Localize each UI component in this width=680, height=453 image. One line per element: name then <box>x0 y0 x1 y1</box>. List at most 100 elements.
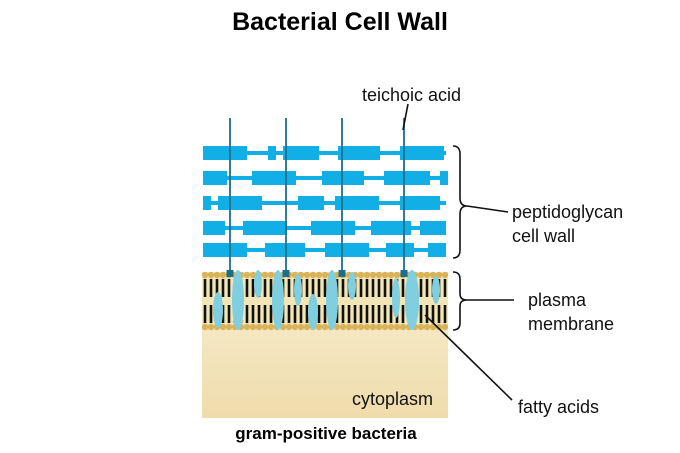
phospholipid-head <box>399 323 407 331</box>
phospholipid-head <box>441 271 449 279</box>
phospholipid-head <box>267 271 275 279</box>
phospholipid-head <box>315 271 323 279</box>
phospholipid-head <box>393 323 401 331</box>
phospholipid-head <box>297 323 305 331</box>
fatty-acid-ellipses <box>213 270 440 330</box>
teichoic-acid-anchor <box>400 270 408 277</box>
peptidoglycan-block <box>203 146 247 160</box>
phospholipid-head <box>333 323 341 331</box>
teichoic-acid-anchor <box>282 270 290 277</box>
label-plasma-line1: plasma <box>528 290 587 310</box>
phospholipid-head <box>201 271 209 279</box>
peptidoglycan-block <box>322 171 364 185</box>
label-peptidoglycan-line2: cell wall <box>512 226 576 246</box>
phospholipid-head <box>219 323 227 331</box>
phospholipid-head <box>207 323 215 331</box>
phospholipid-head <box>441 323 449 331</box>
diagram-title: Bacterial Cell Wall <box>232 8 448 36</box>
label-teichoic-acid: teichoic acid <box>362 85 462 105</box>
label-plasma-line2: membrane <box>528 314 615 334</box>
diagram-caption: gram-positive bacteria <box>235 424 417 443</box>
phospholipid-head <box>321 323 329 331</box>
phospholipid-head <box>213 271 221 279</box>
peptidoglycan-block <box>325 243 369 257</box>
phospholipid-head <box>387 271 395 279</box>
phospholipid-head <box>261 323 269 331</box>
phospholipid-head <box>279 323 287 331</box>
peptidoglycan-block <box>252 171 296 185</box>
phospholipid-head <box>207 271 215 279</box>
peptidoglycan-block <box>371 221 411 235</box>
peptidoglycan-leader-line <box>466 205 509 213</box>
peptidoglycan-block <box>203 243 247 257</box>
phospholipid-head <box>417 271 425 279</box>
phospholipid-head <box>429 271 437 279</box>
teichoic-acid-anchor <box>338 270 346 277</box>
phospholipid-head <box>393 271 401 279</box>
phospholipid-head <box>381 323 389 331</box>
peptidoglycan-block <box>400 196 440 210</box>
phospholipid-head <box>309 271 317 279</box>
peptidoglycan-crosslink <box>203 248 446 252</box>
fatty-acid <box>232 270 244 330</box>
fatty-acid <box>254 270 262 298</box>
phospholipid-head <box>249 323 257 331</box>
fatty-acid <box>326 270 338 330</box>
fatty-acids-leader-line <box>424 314 513 401</box>
peptidoglycan-crosslink <box>203 201 446 205</box>
phospholipid-head <box>261 271 269 279</box>
peptidoglycan-block <box>338 146 380 160</box>
phospholipid-head <box>417 323 425 331</box>
peptidoglycan-block <box>386 243 414 257</box>
label-plasma-membrane: plasma membrane <box>528 288 614 336</box>
phospholipid-head <box>219 271 227 279</box>
fatty-acid <box>432 276 440 304</box>
fatty-acid <box>213 292 223 328</box>
phospholipid-head <box>201 323 209 331</box>
peptidoglycan-block <box>311 221 355 235</box>
fatty-acid <box>272 270 284 330</box>
phospholipid-head <box>315 323 323 331</box>
phospholipid-head <box>303 323 311 331</box>
phospholipid-head <box>321 271 329 279</box>
phospholipid-head <box>285 323 293 331</box>
phospholipid-head <box>339 323 347 331</box>
phospholipid-head <box>423 271 431 279</box>
peptidoglycan-block <box>265 243 305 257</box>
fatty-acid <box>294 274 302 306</box>
phospholipid-head <box>423 323 431 331</box>
peptidoglycan-block <box>420 221 446 235</box>
teichoic-leader-line <box>402 103 409 131</box>
phospholipid-head <box>375 323 383 331</box>
cytoplasm-region <box>202 330 448 418</box>
phospholipid-head <box>267 323 275 331</box>
phospholipid-head <box>435 271 443 279</box>
peptidoglycan-block <box>400 146 444 160</box>
phospholipid-head <box>249 271 257 279</box>
phospholipid-head <box>363 271 371 279</box>
phospholipid-head <box>369 271 377 279</box>
peptidoglycan-block <box>203 221 225 235</box>
phospholipid-head <box>375 271 383 279</box>
peptidoglycan-block <box>243 221 287 235</box>
peptidoglycan-block <box>298 196 324 210</box>
phospholipid-head <box>345 323 353 331</box>
phospholipid-head <box>357 271 365 279</box>
phospholipid-head <box>243 323 251 331</box>
peptidoglycan-layer <box>203 146 448 257</box>
peptidoglycan-block <box>384 171 430 185</box>
peptidoglycan-block <box>335 196 379 210</box>
label-cytoplasm: cytoplasm <box>352 389 434 409</box>
peptidoglycan-crosslink <box>203 151 446 155</box>
peptidoglycan-block <box>268 146 276 160</box>
phospholipid-head <box>243 271 251 279</box>
phospholipid-head <box>387 323 395 331</box>
fatty-acid <box>405 270 419 330</box>
fatty-acid <box>308 294 318 330</box>
teichoic-acid-anchor <box>226 270 234 277</box>
label-fatty-acids: fatty acids <box>518 397 600 417</box>
teichoic-acid-strands <box>226 118 408 277</box>
peptidoglycan-block <box>203 196 211 210</box>
fatty-acid <box>392 278 400 318</box>
